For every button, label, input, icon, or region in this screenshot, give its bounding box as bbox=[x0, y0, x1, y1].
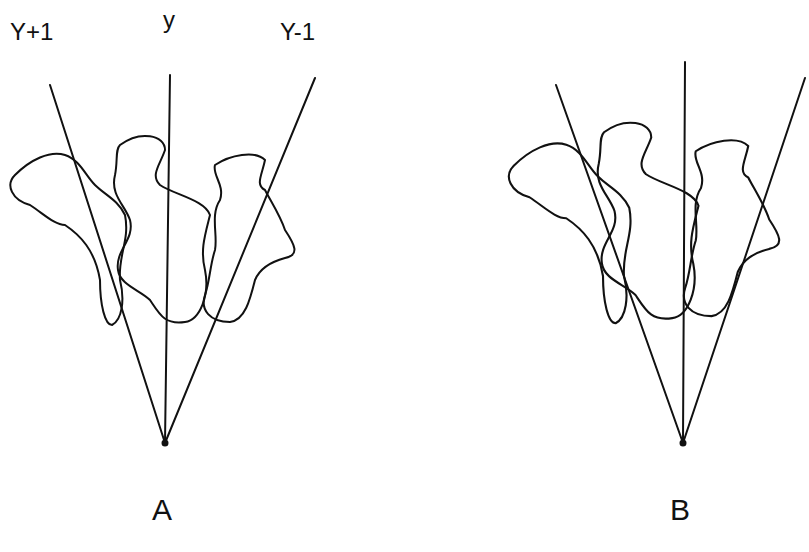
projection-line bbox=[683, 78, 805, 443]
pelvis-outline bbox=[114, 136, 210, 323]
pelvis-outline bbox=[10, 154, 126, 325]
panel-letter: A bbox=[152, 495, 172, 525]
pelvis-group bbox=[509, 143, 631, 323]
line-label: Y-1 bbox=[280, 20, 315, 44]
projection-line bbox=[683, 62, 685, 443]
focal-point bbox=[163, 441, 168, 446]
projection-line bbox=[556, 85, 683, 443]
panel-letter: B bbox=[670, 495, 690, 525]
panel-a bbox=[10, 75, 315, 446]
panel-b bbox=[509, 62, 805, 446]
projection-line bbox=[165, 75, 170, 443]
pelvis-outline bbox=[509, 143, 631, 323]
focal-point bbox=[681, 441, 686, 446]
line-label: Y+1 bbox=[10, 20, 53, 44]
projection-line bbox=[165, 78, 315, 443]
pelvis-outline bbox=[684, 140, 779, 316]
projection-line bbox=[50, 85, 165, 443]
line-label: y bbox=[163, 8, 175, 32]
pelvis-group bbox=[684, 140, 779, 316]
